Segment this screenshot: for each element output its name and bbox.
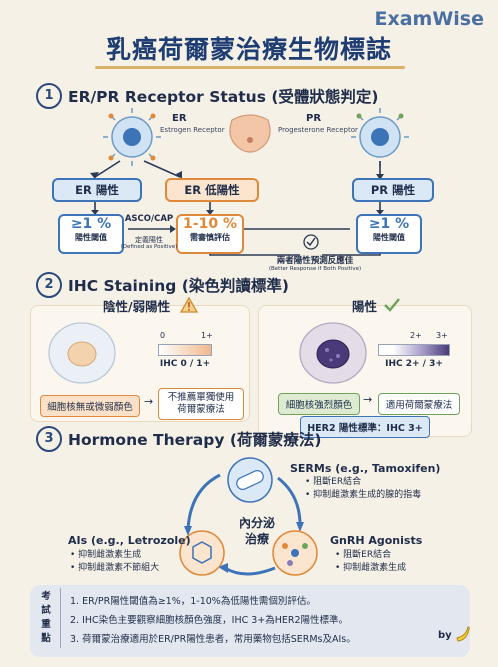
weak-title: 陰性/弱陽性 <box>103 299 171 314</box>
cycle-arrows <box>184 473 304 576</box>
positive-title: 陽性 <box>352 299 378 314</box>
ais-bullet-1: • 抑制雌激素生成 <box>70 550 142 560</box>
weak-result: 不推薦單獨使用 荷爾蒙療法 <box>158 388 244 420</box>
page-title: 乳癌荷爾蒙治療生物標誌 <box>105 35 392 64</box>
section-2-number: 2 <box>36 272 62 298</box>
check-mark-icon <box>384 298 400 312</box>
positive-scale-2: 2+ <box>410 331 422 340</box>
breast-icon <box>229 114 271 153</box>
therapy-cycle-diagram <box>179 457 318 576</box>
positive-desc: 細胞核強烈顏色 <box>278 393 360 415</box>
weak-ihc-label: IHC 0 / 1+ <box>159 359 211 369</box>
serms-bullet-1: • 阻斷ER結合 <box>305 477 362 487</box>
weak-arrow-icon: → <box>144 395 154 408</box>
er-positive-box: ER 陽性 <box>52 178 142 202</box>
key-label-char-4: 點 <box>41 633 51 644</box>
section-2-title: IHC Staining (染色判讀標準) <box>68 277 289 295</box>
positive-ihc-label: IHC 2+ / 3+ <box>385 359 443 369</box>
section-1-title: ER/PR Receptor Status (受體狀態判定) <box>68 88 379 106</box>
check-icon <box>303 234 319 250</box>
title-underline <box>95 66 405 69</box>
er-abbr: ER <box>172 113 187 124</box>
gnrh-bullets: • 阻斷ER結合 • 抑制雌激素生成 <box>335 549 406 575</box>
pr-threshold-value: ≥1 % <box>368 216 410 232</box>
asco-sub-en: (Defined as Positive) <box>120 244 178 250</box>
positive-cell-icon <box>299 322 367 384</box>
serms-bullets: • 阻斷ER結合 • 抑制雌激素生成的腺的指毒 <box>305 476 421 502</box>
er-threshold-label: 陽性閾值 <box>75 233 107 242</box>
positive-scale-bar <box>378 344 450 356</box>
positive-scale-3: 3+ <box>436 331 448 340</box>
er-low-value: 1-10 % <box>183 216 237 232</box>
gnrh-label: GnRH Agonists <box>330 534 423 547</box>
asco-sub: 定義陽性 <box>135 236 163 244</box>
her2-criteria: HER2 陽性標準：IHC 3+ <box>300 416 430 438</box>
pr-cell-icon <box>351 108 409 166</box>
pr-positive-box: PR 陽性 <box>352 178 434 202</box>
gnrh-bullet-1: • 阻斷ER結合 <box>335 550 392 560</box>
key-points-panel <box>30 585 470 657</box>
asco-label: ASCO/CAP <box>124 214 174 224</box>
both-positive-text-en: (Better Response if Both Positive) <box>268 266 362 272</box>
er-threshold-box: ≥1 % 陽性閾值 <box>58 214 124 254</box>
key-points-list: 1. ER/PR陽性閾值為≥1%，1-10%為低陽性需個別評估。 2. IHC染… <box>70 592 356 649</box>
pr-name: Progesterone Receptor <box>278 126 358 134</box>
er-low-positive-box: ER 低陽性 <box>165 178 259 202</box>
ais-bullets: • 抑制雌激素生成 • 抑制雌激素不節組大 <box>70 549 159 575</box>
weak-cell-icon <box>48 322 116 384</box>
key-point-2: 2. IHC染色主要觀察細胞核顏色強度，IHC 3+為HER2陽性標準。 <box>70 615 349 626</box>
center-label-2: 治療 <box>244 532 269 546</box>
key-points-divider <box>60 588 61 648</box>
weak-result-line-1: 不推薦單獨使用 <box>167 392 235 403</box>
section-3-number: 3 <box>36 426 62 452</box>
receptor-diagram <box>90 108 409 256</box>
center-label-1: 內分泌 <box>238 516 275 530</box>
key-label-char-2: 試 <box>41 605 51 616</box>
pr-abbr: PR <box>306 113 322 124</box>
weak-result-line-2: 荷爾蒙療法 <box>177 404 225 415</box>
key-point-1: 1. ER/PR陽性閾值為≥1%，1-10%為低陽性需個別評估。 <box>70 596 316 607</box>
by-label: by <box>438 630 452 641</box>
key-label-char-1: 考 <box>41 591 51 602</box>
er-low-label: 需審慎評估 <box>190 233 230 242</box>
ais-label: AIs (e.g., Letrozole) <box>68 534 191 547</box>
pr-threshold-box: ≥1 % 陽性閾值 <box>356 214 422 254</box>
er-cell-icon <box>103 108 161 166</box>
positive-result: 適用荷爾蒙療法 <box>378 393 460 415</box>
key-points-label: 考 試 重 點 <box>40 590 52 646</box>
brand-logo: ExamWise <box>374 8 484 30</box>
pr-threshold-label: 陽性閾值 <box>373 233 405 242</box>
ais-bullet-2: • 抑制雌激素不節組大 <box>70 563 160 573</box>
molecule-icon-gnrh <box>272 530 318 576</box>
banana-icon <box>456 626 470 642</box>
section-1-number: 1 <box>36 83 62 109</box>
weak-desc: 細胞核無或微弱顏色 <box>40 395 140 417</box>
gnrh-bullet-2: • 抑制雌激素生成 <box>335 563 407 573</box>
weak-scale-0: 0 <box>160 331 166 340</box>
er-threshold-value: ≥1 % <box>70 216 112 232</box>
section-3-title: Hormone Therapy (荷爾蒙療法) <box>68 431 322 449</box>
er-low-box: 1-10 % 需審慎評估 <box>176 214 244 254</box>
serms-bullet-2: • 抑制雌激素生成的腺的指毒 <box>305 490 422 500</box>
weak-scale-1: 1+ <box>201 331 213 340</box>
key-label-char-3: 重 <box>41 619 51 630</box>
weak-scale-bar <box>158 344 212 356</box>
pill-icon <box>227 457 273 503</box>
positive-arrow-icon: → <box>363 393 373 406</box>
key-point-3: 3. 荷爾蒙治療適用於ER/PR陽性患者，常用藥物包括SERMs及AIs。 <box>70 634 356 645</box>
molecule-icon-ais <box>179 530 225 576</box>
both-positive-text: 兩者陽性預測反應佳 <box>276 256 354 266</box>
warning-icon <box>180 297 198 313</box>
serms-label: SERMs (e.g., Tamoxifen) <box>290 462 441 475</box>
er-name: Estrogen Receptor <box>160 126 225 134</box>
